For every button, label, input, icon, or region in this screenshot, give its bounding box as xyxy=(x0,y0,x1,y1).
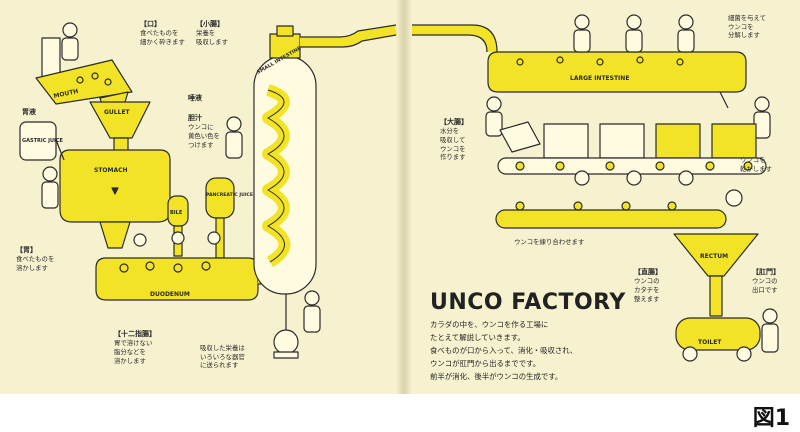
label-mouth: 【口】 食べたものを細かく砕きます xyxy=(140,20,185,47)
gastric-juice-tank xyxy=(19,121,65,161)
bile-tank xyxy=(167,195,189,257)
toilet-cart xyxy=(675,308,779,362)
stomach-tank xyxy=(59,149,171,249)
label-saliva: 唾液 xyxy=(188,94,202,102)
mouth-machine xyxy=(35,37,133,113)
intro-line: ウンコが肛門から出るまでです。 xyxy=(430,358,541,368)
stomach-text: STOMACH xyxy=(94,167,128,174)
label-dry: ウンコを乾かします xyxy=(740,156,772,173)
label-anus: 【肛門】 ウンコの出口です xyxy=(752,268,780,295)
workers-combine xyxy=(574,170,743,207)
label-gastric-juice: 胃液 xyxy=(22,108,36,116)
page-gutter xyxy=(396,0,412,394)
toilet-text: TOILET xyxy=(698,339,722,346)
large-intestine-text: LARGE INTESTINE xyxy=(570,75,629,82)
workers-top xyxy=(485,14,771,139)
intro-line: たとえて解説していきます。 xyxy=(430,332,525,342)
label-absorbed: 吸収した栄養はいろいろな器官に送られます xyxy=(200,344,245,370)
rectum-text: RECTUM xyxy=(700,253,728,260)
pancreatic-text: PANCREATIC JUICE xyxy=(206,192,253,198)
workers-left xyxy=(41,22,321,333)
nutrient-flask xyxy=(273,294,299,359)
label-combine: ウンコを練り合わせます xyxy=(514,238,585,246)
factory-illustration: MOUTH GULLET STOMACH GASTRIC JUICE BILE … xyxy=(19,14,779,362)
page-title: UNCO FACTORY xyxy=(430,290,626,315)
small-intestine-column xyxy=(253,25,317,295)
label-bacteria: 細菌を与えてウンコを分解します xyxy=(728,14,767,40)
label-rectum: 【直腸】 ウンコのカタチを整えます xyxy=(634,268,662,303)
figure-label: 図1 xyxy=(752,406,790,431)
label-duodenum: 【十二指腸】 胃で溶けない脂分などを溶かします xyxy=(114,330,156,365)
book-spread: MOUTH GULLET STOMACH GASTRIC JUICE BILE … xyxy=(0,0,800,394)
intro-text: カラダの中を、ウンコを作る工場に たとえて解説していきます。 食べものが口から入… xyxy=(430,319,577,384)
drying-boxes xyxy=(499,121,757,159)
bile-tank-text: BILE xyxy=(170,210,183,216)
gastric-text: GASTRIC JUICE xyxy=(22,138,64,144)
intro-line: カラダの中を、ウンコを作る工場に xyxy=(430,320,549,329)
label-large-intestine: 【大腸】 水分を吸収してウンコを作ります xyxy=(440,118,468,162)
pancreatic-juice-tank xyxy=(205,177,235,259)
large-intestine-tube xyxy=(487,51,747,109)
label-stomach: 【胃】 食べたものを溶かします xyxy=(16,246,55,273)
gullet-text: GULLET xyxy=(104,109,131,116)
intro-line: 食べものが口から入って、消化・吸収され、 xyxy=(430,345,578,355)
rectum-funnel xyxy=(673,233,759,317)
label-small-intestine: 【小腸】 栄養を吸収します xyxy=(196,20,228,47)
combine-conveyor xyxy=(495,201,727,229)
duodenum-text: DUODENUM xyxy=(150,291,190,298)
label-bile: 胆汁 ウンコに黄色い色をつけます xyxy=(188,114,220,149)
intro-line: 前半が消化、後半がウンコの生成です。 xyxy=(430,371,563,381)
